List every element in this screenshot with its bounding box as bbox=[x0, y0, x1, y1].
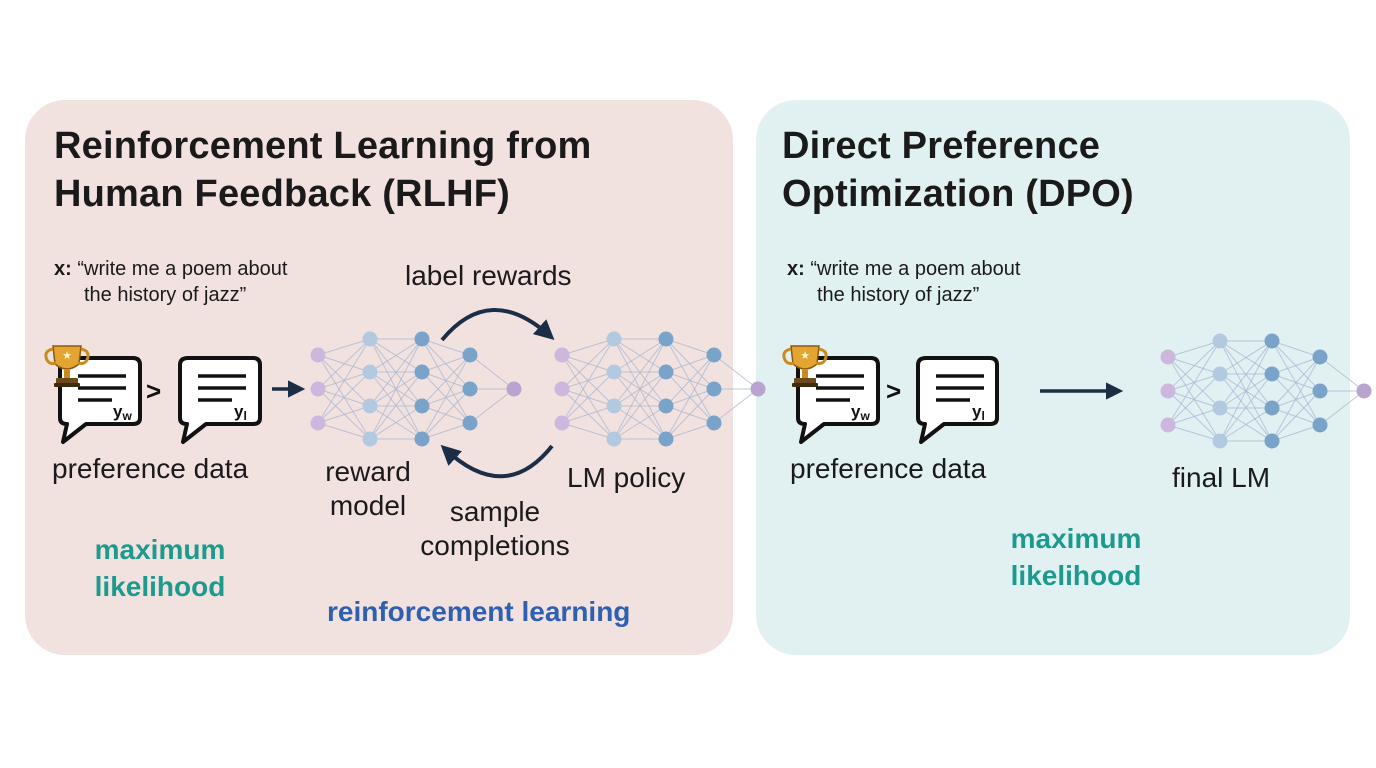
completions-label: completions bbox=[420, 530, 570, 561]
dpo-prompt-prefix: x: bbox=[787, 258, 805, 280]
rlhf-preference-label: preference data bbox=[52, 453, 249, 484]
dpo-title-line1: Direct Preference bbox=[782, 125, 1101, 167]
network-node bbox=[1356, 383, 1372, 399]
dpo-prompt-text: “write me a poem about bbox=[810, 258, 1021, 280]
rlhf-max-likelihood-2: likelihood bbox=[94, 571, 226, 602]
rlhf-prompt-line2: the history of jazz” bbox=[84, 284, 247, 306]
dpo-max-likelihood-2: likelihood bbox=[1010, 560, 1142, 591]
reward-model-label-1: reward bbox=[325, 456, 411, 487]
rlhf-prompt-text: “write me a poem about bbox=[77, 258, 288, 280]
reward-model-label-2: model bbox=[329, 490, 407, 521]
sample-label: sample bbox=[449, 496, 541, 527]
final-lm-label: final LM bbox=[1172, 462, 1271, 493]
rlhf-title-line1: Reinforcement Learning from bbox=[54, 125, 592, 167]
rl-label: reinforcement learning bbox=[327, 596, 631, 627]
dpo-preference-label: preference data bbox=[790, 453, 987, 484]
rlhf-max-likelihood-1: maximum bbox=[94, 534, 226, 565]
dpo-prompt-line1: x: “write me a poem about bbox=[787, 256, 1020, 282]
rlhf-prompt-line1: x: “write me a poem about bbox=[54, 256, 287, 282]
rlhf-title-line2: Human Feedback (RLHF) bbox=[54, 173, 511, 215]
lm-policy-label: LM policy bbox=[567, 462, 686, 493]
rlhf-prompt-prefix: x: bbox=[54, 258, 72, 280]
dpo-title-line2: Optimization (DPO) bbox=[782, 173, 1134, 215]
dpo-max-likelihood-1: maximum bbox=[1010, 523, 1142, 554]
dpo-prompt-line2: the history of jazz” bbox=[817, 284, 980, 306]
label-rewards-label: label rewards bbox=[405, 260, 572, 291]
